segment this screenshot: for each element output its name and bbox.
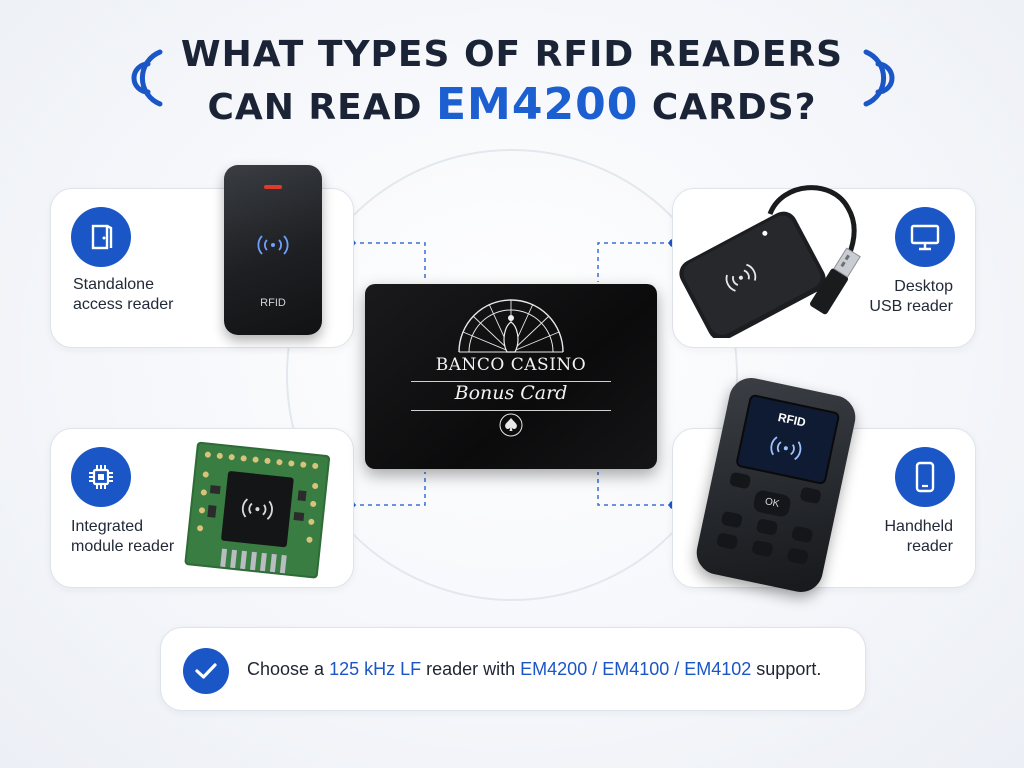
module-reader-device xyxy=(184,441,331,579)
connector-top-left xyxy=(352,242,426,282)
device-screen: RFID xyxy=(735,393,841,486)
connector-bottom-right xyxy=(597,472,672,506)
chip-icon xyxy=(71,447,131,507)
handheld-reader-device: RFID OK xyxy=(692,373,860,597)
label-standalone: Standalone access reader xyxy=(73,276,174,313)
card-subtitle: Bonus Card xyxy=(454,382,568,404)
card-divider-bottom xyxy=(411,410,611,411)
smartphone-icon xyxy=(895,447,955,507)
frequency-highlight: 125 kHz LF xyxy=(329,659,422,679)
card-divider-top xyxy=(411,381,611,382)
card-brand: BANCO CASINO xyxy=(435,355,587,375)
contactless-icon xyxy=(257,235,289,255)
title-line-2-pre: CAN READ xyxy=(207,87,436,128)
device-label: RFID xyxy=(260,297,286,309)
roulette-emblem-icon xyxy=(458,299,564,353)
recommendation-text: Choose a 125 kHz LF reader with EM4200 /… xyxy=(247,659,822,679)
recommendation-banner: Choose a 125 kHz LF reader with EM4200 /… xyxy=(160,627,866,711)
signal-waves-left-icon xyxy=(131,49,163,107)
monitor-icon xyxy=(895,207,955,267)
desktop-usb-reader-device xyxy=(679,185,861,338)
screen-contactless-icon xyxy=(770,436,802,461)
label-handheld: Handheld reader xyxy=(884,518,954,555)
title-line-2-post: CARDS? xyxy=(638,87,817,128)
em4200-card: BANCO CASINO Bonus Card xyxy=(365,284,657,469)
check-icon xyxy=(183,648,229,694)
connector-bottom-left xyxy=(352,472,426,506)
label-desktop: Desktop USB reader xyxy=(869,278,953,315)
title-line-1: WHAT TYPES OF RFID READERS xyxy=(180,34,844,75)
formats-highlight: EM4200 / EM4100 / EM4102 xyxy=(520,659,752,679)
status-led xyxy=(264,185,282,189)
signal-waves-right-icon xyxy=(863,49,895,107)
page-title: WHAT TYPES OF RFID READERS CAN READ EM42… xyxy=(0,30,1024,133)
spade-icon xyxy=(499,413,523,437)
connector-top-right xyxy=(597,242,672,282)
title-line-2: CAN READ EM4200 CARDS? xyxy=(0,80,1024,133)
background-ring xyxy=(286,149,738,601)
standalone-reader-device: RFID xyxy=(224,165,322,335)
door-icon xyxy=(71,207,131,267)
title-highlight: EM4200 xyxy=(436,79,639,130)
label-module: Integrated module reader xyxy=(71,518,175,555)
